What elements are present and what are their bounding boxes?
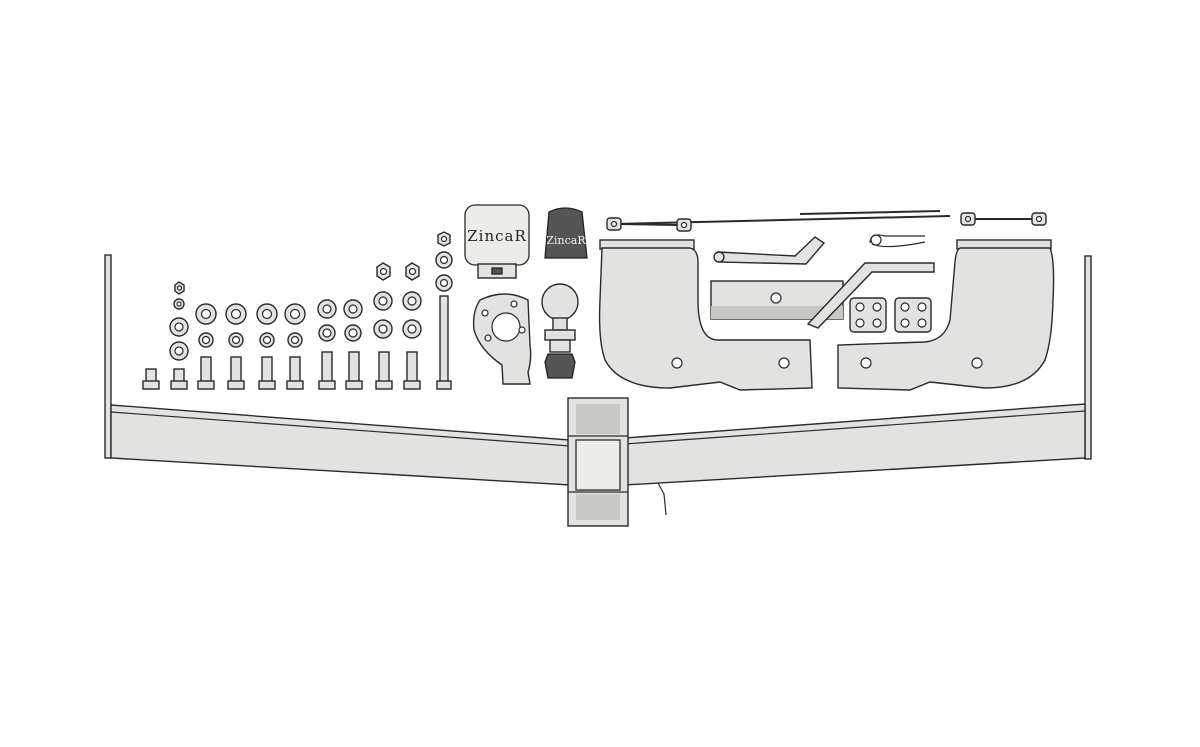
diagonal-strap [806, 262, 935, 329]
bolt-extra-long [436, 295, 452, 390]
bolt-short [142, 368, 160, 390]
bolt-long [318, 351, 336, 390]
bolt-long [345, 351, 363, 390]
left-bracket-plate [598, 247, 813, 391]
tow-ball-nut [544, 353, 576, 379]
left-mounting-bracket [598, 239, 813, 391]
left-end-plate [104, 254, 112, 459]
tow-ball-sphere [541, 283, 579, 321]
hitch-pin [713, 236, 826, 265]
bolt-long [375, 351, 393, 390]
bolt-long [403, 351, 421, 390]
crossbar-beam [104, 254, 1092, 527]
bolt [170, 368, 188, 390]
spacer-plates [849, 297, 932, 333]
bolt [286, 356, 304, 390]
tie-rods [606, 210, 1047, 232]
bolt [258, 356, 276, 390]
bolt [197, 356, 215, 390]
right-mounting-bracket [837, 239, 1055, 391]
bolt [227, 356, 245, 390]
right-end-plate [1084, 255, 1092, 460]
socket-box: ZincaR [464, 204, 530, 279]
right-bracket-plate [837, 247, 1055, 391]
socket-mounting-plate [472, 293, 532, 385]
tow-ball-cover-brand: ZincaR [546, 234, 586, 247]
spacer-plate [849, 297, 887, 333]
receiver-safety-pin [657, 482, 667, 516]
tow-ball-cover: ZincaR [544, 207, 588, 259]
tow-ball-cover-body [544, 207, 588, 259]
strap-body [806, 262, 935, 329]
tow-ball [541, 283, 579, 379]
bolts-row [142, 295, 452, 390]
r-clip [869, 234, 926, 248]
socket-box-brand: ZincaR [467, 227, 527, 245]
washers-and-nuts [169, 231, 453, 361]
spacer-plate [894, 297, 932, 333]
